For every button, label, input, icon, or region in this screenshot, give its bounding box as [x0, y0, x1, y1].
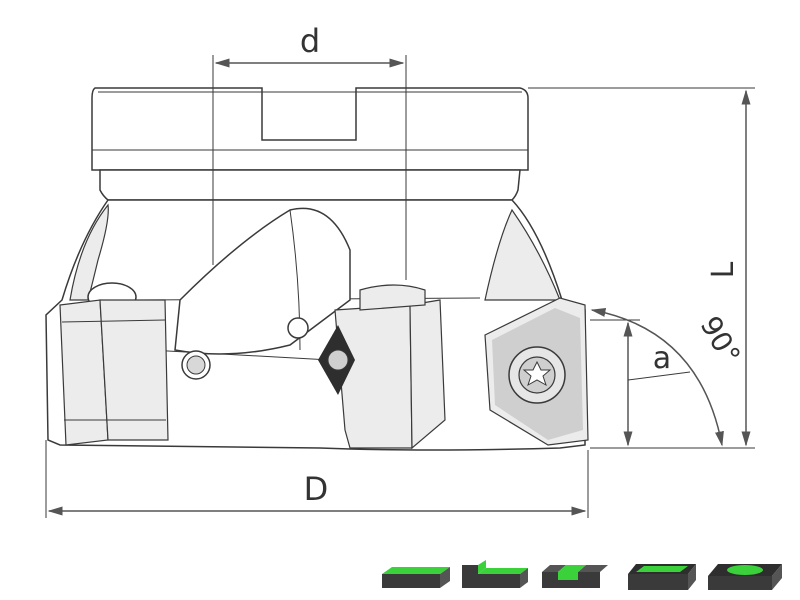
dimension-d: d: [212, 22, 407, 280]
face-milling-icon: [382, 567, 450, 588]
slot-milling-icon: [542, 565, 608, 588]
insert-right: [484, 297, 589, 446]
dimension-diameter-label: D: [304, 470, 329, 508]
angle-dimension: 90°: [590, 308, 747, 447]
shoulder-milling-icon: [462, 560, 528, 588]
dimension-l: L: [528, 87, 755, 449]
dimension-l-label: L: [706, 261, 741, 278]
insert-center: [318, 284, 446, 450]
cutter-body: [45, 87, 586, 451]
insert-left: [59, 299, 169, 446]
dimension-a-label: a: [653, 341, 671, 376]
dimension-a: a: [590, 319, 691, 447]
circular-pocket-milling-icon: [708, 564, 782, 590]
dimension-diameter: D: [45, 440, 589, 518]
angle-label: 90°: [694, 311, 747, 370]
pocket-milling-icon: [628, 564, 696, 590]
dimension-d-label: d: [300, 22, 320, 60]
